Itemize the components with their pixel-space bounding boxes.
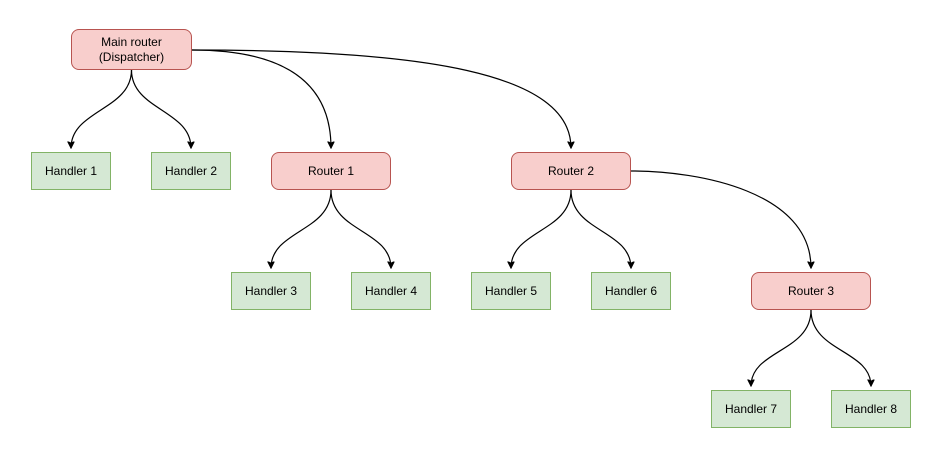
node-handler-4[interactable]: Handler 4: [351, 272, 431, 310]
node-label-handler-4: Handler 4: [364, 283, 418, 298]
node-label-handler-1: Handler 1: [44, 163, 98, 178]
edge-main-to-handler-2: [130, 69, 192, 148]
node-handler-1[interactable]: Handler 1: [31, 152, 111, 190]
node-handler-8[interactable]: Handler 8: [831, 390, 911, 428]
node-label-handler-5: Handler 5: [484, 283, 538, 298]
node-router-2[interactable]: Router 2: [511, 152, 631, 190]
node-handler-3[interactable]: Handler 3: [231, 272, 311, 310]
node-main-router[interactable]: Main router (Dispatcher): [71, 29, 192, 70]
node-label-handler-6: Handler 6: [604, 283, 658, 298]
edge-router-2-to-handler-6: [570, 189, 631, 268]
edge-router-1-to-handler-4: [330, 189, 391, 268]
edge-main-to-handler-1: [71, 69, 133, 148]
edge-router-2-to-handler-5: [511, 189, 572, 268]
node-label-main-router: Main router (Dispatcher): [98, 34, 165, 64]
edge-router-2-to-router-3: [630, 170, 811, 268]
node-label-handler-8: Handler 8: [844, 401, 898, 416]
edge-router-3-to-handler-7: [751, 309, 812, 386]
node-label-router-1: Router 1: [307, 163, 355, 178]
node-label-handler-7: Handler 7: [724, 401, 778, 416]
node-handler-5[interactable]: Handler 5: [471, 272, 551, 310]
node-handler-6[interactable]: Handler 6: [591, 272, 671, 310]
edge-router-1-to-handler-3: [271, 189, 332, 268]
node-label-handler-3: Handler 3: [244, 283, 298, 298]
edge-router-3-to-handler-8: [810, 309, 871, 386]
node-router-1[interactable]: Router 1: [271, 152, 391, 190]
edge-main-to-router-2: [191, 49, 571, 148]
node-handler-7[interactable]: Handler 7: [711, 390, 791, 428]
edge-main-to-router-1: [191, 49, 331, 148]
node-label-router-3: Router 3: [787, 283, 835, 298]
node-label-handler-2: Handler 2: [164, 163, 218, 178]
edges-group: [71, 49, 871, 386]
node-handler-2[interactable]: Handler 2: [151, 152, 231, 190]
node-label-router-2: Router 2: [547, 163, 595, 178]
node-router-3[interactable]: Router 3: [751, 272, 871, 310]
